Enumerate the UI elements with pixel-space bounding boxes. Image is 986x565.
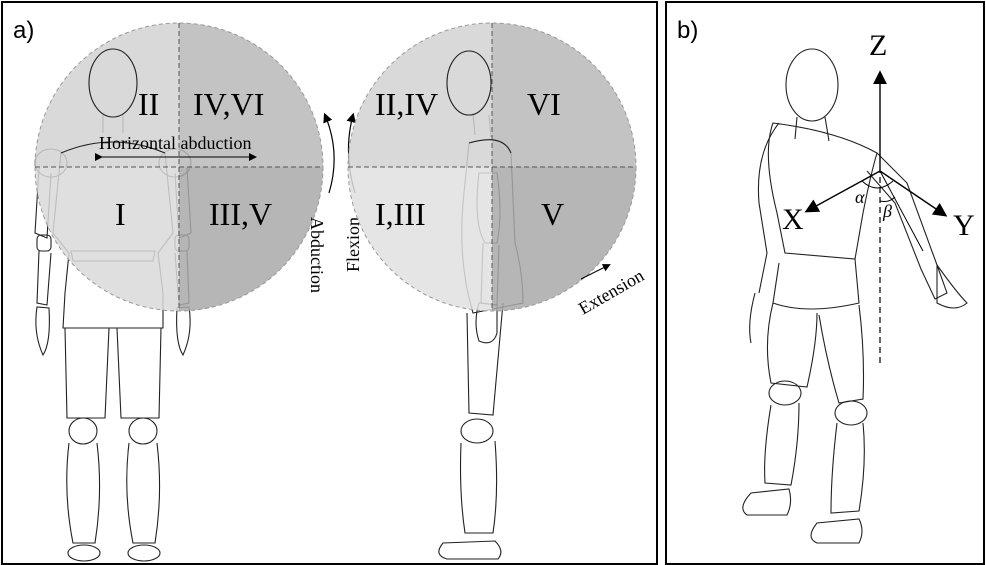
x-axis-label: X (782, 203, 804, 236)
side-region-v: V (541, 196, 564, 232)
front-rom-disc (35, 23, 323, 311)
horizontal-abduction-label: Horizontal abduction (99, 133, 251, 153)
x-axis-arrow (807, 171, 880, 211)
abduction-arrow (325, 115, 334, 193)
y-axis-label: Y (953, 209, 975, 242)
beta-label: β (882, 201, 892, 221)
front-region-ii: II (138, 86, 159, 122)
abduction-label: Abduction (307, 217, 327, 293)
panel-a: a) (1, 1, 658, 565)
front-region-i: I (115, 196, 126, 232)
z-axis-label: Z (869, 29, 887, 62)
front-region-iii-v: III,V (209, 196, 272, 232)
side-rom-disc (348, 23, 636, 311)
isometric-mannequin (743, 49, 967, 543)
front-region-iv-vi: IV,VI (193, 86, 264, 122)
side-region-ii-iv: II,IV (375, 86, 438, 122)
side-region-vi: VI (527, 86, 561, 122)
side-region-i-iii: I,III (375, 196, 426, 232)
alpha-label: α (855, 187, 865, 207)
panel-b: b) Z X (665, 1, 985, 565)
panel-a-figure: II IV,VI I III,V Horizontal abduction Ab… (3, 3, 658, 565)
panel-b-figure: Z X Y α β (667, 3, 985, 565)
